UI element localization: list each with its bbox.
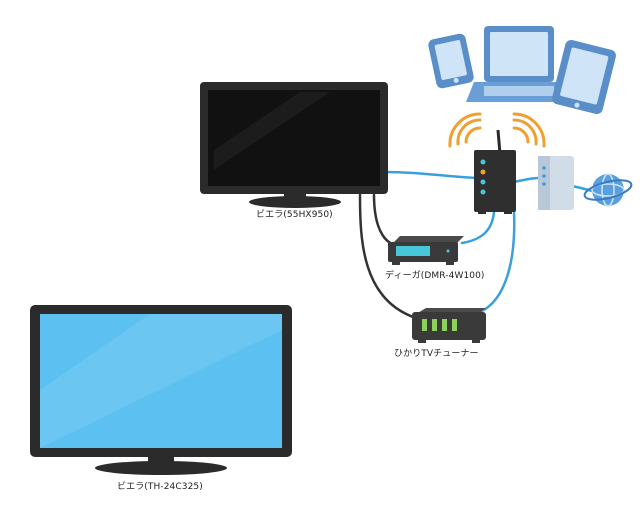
tv-main	[200, 82, 388, 208]
cable-router-tuner	[478, 210, 516, 314]
cable-tv-tuner	[358, 193, 418, 320]
tv-second-label: ビエラ(TH-24C325)	[117, 482, 203, 492]
recorder-device	[388, 236, 464, 265]
cable-router-onu	[512, 176, 542, 184]
onu-icon	[538, 156, 574, 210]
cable-tv-router	[381, 170, 478, 180]
tuner-device	[412, 308, 486, 343]
cables	[358, 170, 598, 320]
smartphone-icon	[428, 33, 474, 89]
tuner-label: ひかりTVチューナー	[394, 349, 479, 359]
tablet-icon	[552, 39, 616, 115]
tv-second	[30, 305, 292, 475]
laptop-icon	[466, 26, 572, 102]
wifi-router-icon	[448, 112, 546, 214]
cable-tv-recorder	[372, 193, 394, 246]
tv-main-label: ビエラ(55HX950)	[256, 210, 333, 220]
recorder-label: ディーガ(DMR-4W100)	[385, 271, 485, 281]
cable-router-recorder	[460, 210, 496, 245]
internet-globe-icon	[583, 173, 633, 207]
